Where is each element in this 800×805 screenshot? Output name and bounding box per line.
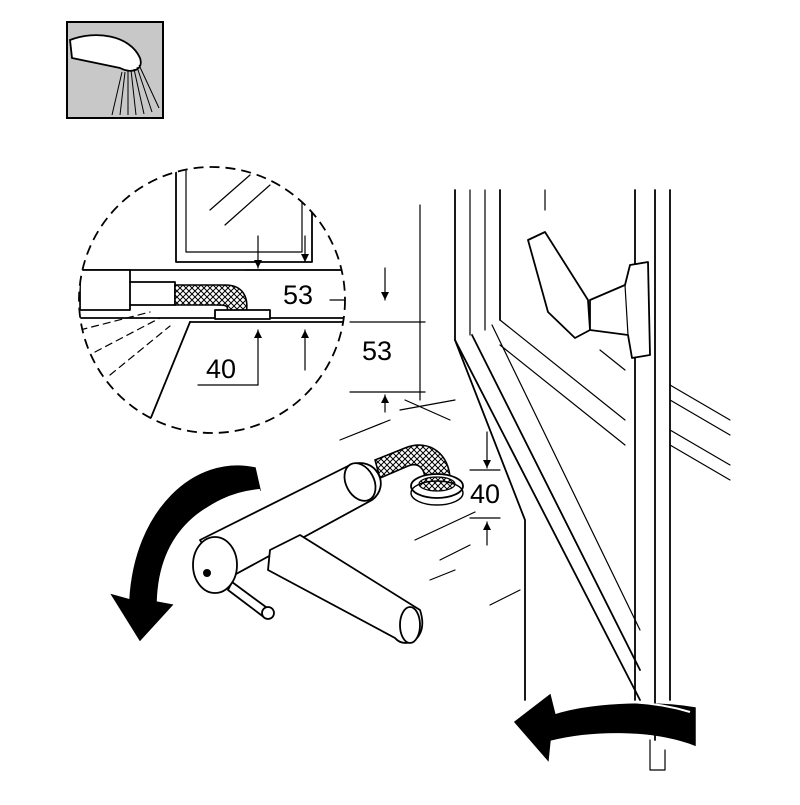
detail-label-40: 40 xyxy=(206,354,236,384)
cabinet-door xyxy=(339,189,731,741)
main-dimension-53: 53 xyxy=(349,267,426,413)
rotate-arrow-bottom-icon xyxy=(513,693,696,771)
cabinet-handle xyxy=(527,231,651,359)
shower-spray-icon xyxy=(66,21,164,119)
detail-magnifier: 53 40 xyxy=(78,166,346,434)
main-dimension-40: 40 xyxy=(469,431,501,546)
main-label-40: 40 xyxy=(470,479,500,509)
main-label-53: 53 xyxy=(362,336,392,366)
rotate-arrow-icon xyxy=(110,465,261,642)
detail-dimension-53: 53 xyxy=(244,235,341,386)
faucet xyxy=(192,444,464,644)
detail-label-53: 53 xyxy=(283,280,313,310)
detail-dimension-40: 40 xyxy=(197,354,259,386)
